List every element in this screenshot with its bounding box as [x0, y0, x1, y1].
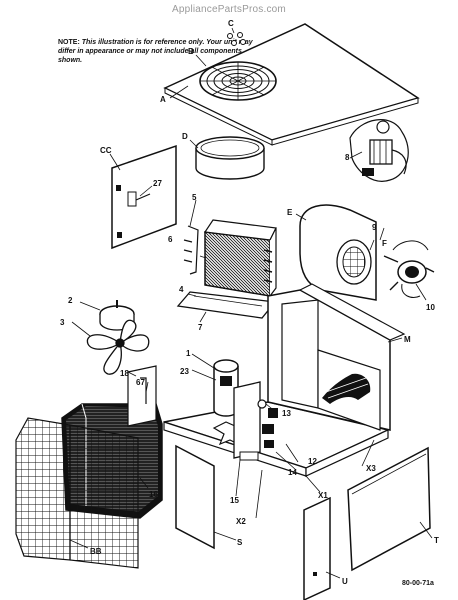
bolts — [227, 32, 246, 46]
fan-guard — [199, 61, 277, 101]
callout-15: 15 — [230, 496, 239, 505]
refrigerant-tubes — [183, 225, 199, 275]
control-box — [233, 381, 278, 461]
callout-bb: BB — [90, 547, 102, 556]
callout-e: E — [287, 208, 293, 217]
drain-pan — [176, 291, 277, 319]
callout-12: 12 — [308, 457, 317, 466]
callout-7: 7 — [198, 323, 203, 332]
side-panel-t — [347, 446, 431, 572]
callout-x3: X3 — [366, 464, 376, 473]
callout-u: U — [342, 577, 348, 586]
callout-2: 2 — [68, 296, 73, 305]
callout-18: 18 — [120, 369, 129, 378]
callout-cc: CC — [100, 146, 112, 155]
callout-9: 9 — [372, 223, 377, 232]
callout-x2: X2 — [236, 517, 246, 526]
callout-x1: X1 — [318, 491, 328, 500]
callout-3: 3 — [60, 318, 65, 327]
callout-27: 27 — [153, 179, 162, 188]
blower-motor-10 — [383, 255, 435, 298]
rear-cabinet-panel — [267, 283, 406, 431]
watermark: AppliancePartsPros.com — [172, 4, 286, 15]
note-text: This illustration is for reference only.… — [58, 39, 253, 64]
callout-1: 1 — [186, 349, 191, 358]
access-panel-u — [303, 496, 331, 600]
callout-8: 8 — [345, 153, 350, 162]
service-valve-bracket — [127, 365, 157, 427]
reference-note: NOTE: This illustration is for reference… — [58, 38, 258, 65]
blower-motor-8 — [349, 119, 409, 182]
orifice-ring — [195, 136, 265, 180]
callout-c: C — [228, 19, 234, 28]
wire-harness — [392, 240, 429, 251]
callout-4: 4 — [179, 285, 184, 294]
callout-67: 67 — [136, 378, 145, 387]
control-panel-cc — [111, 144, 177, 250]
note-label: NOTE: — [58, 39, 80, 46]
access-panel-s — [175, 444, 215, 550]
blower-housing — [299, 204, 377, 301]
evaporator-coil — [203, 219, 277, 297]
leader-lines — [69, 27, 433, 579]
callout-b: B — [188, 47, 194, 56]
callout-t: T — [434, 536, 439, 545]
callout-6: 6 — [168, 235, 173, 244]
callout-s: S — [237, 538, 243, 547]
callout-f: F — [382, 239, 387, 248]
callout-5: 5 — [192, 193, 197, 202]
callout-16: 16 — [149, 490, 158, 499]
callout-10: 10 — [426, 303, 435, 312]
callout-14: 14 — [288, 468, 297, 477]
callout-d: D — [182, 132, 188, 141]
callout-m: M — [404, 335, 411, 344]
callout-23: 23 — [180, 367, 189, 376]
callout-a: A — [160, 95, 166, 104]
compressor — [213, 359, 239, 417]
wire-grille — [15, 417, 139, 569]
callout-labels: A B C D CC 27 8 E 9 F 10 M 5 6 4 7 2 3 1… — [60, 19, 439, 586]
top-panel — [163, 23, 420, 146]
drawing-code: 80-00-71a — [402, 580, 434, 587]
callout-13: 13 — [282, 409, 291, 418]
condenser-fan-blade — [86, 319, 150, 375]
